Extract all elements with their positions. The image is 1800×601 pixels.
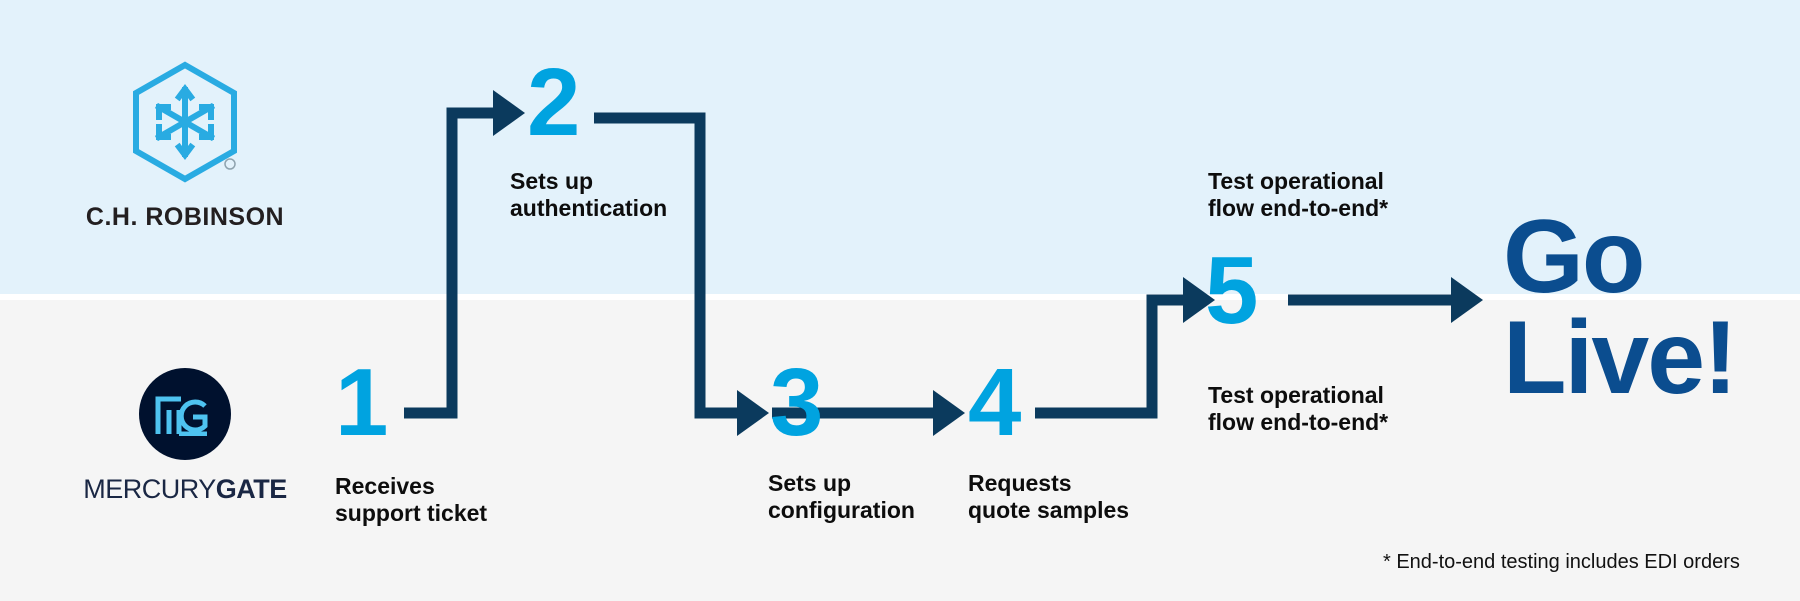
step-label-3: Sets up configuration: [768, 470, 915, 524]
step-label-4: Requests quote samples: [968, 470, 1130, 524]
step-label-5-top: Test operational flow end-to-end*: [1208, 168, 1389, 222]
logo-ch-robinson: C.H. ROBINSON: [60, 60, 310, 232]
arrowheads: [493, 90, 1483, 436]
logo-mercurygate: MERCURYGATE: [60, 368, 310, 505]
step-number-1: 1: [335, 349, 388, 456]
connector-2-to-3: [594, 112, 742, 419]
mercurygate-monogram-icon: [139, 368, 231, 460]
connector-1-to-2: [404, 107, 498, 419]
go-live-text: Go Live!: [1503, 199, 1738, 416]
arrowhead-to-step-2: [493, 90, 525, 136]
footnote: * End-to-end testing includes EDI orders: [1383, 551, 1740, 573]
step-number-3: 3: [770, 349, 823, 456]
ch-robinson-wordmark: C.H. ROBINSON: [85, 203, 285, 231]
mercurygate-wordmark: MERCURYGATE: [60, 474, 310, 505]
step-number-4: 4: [968, 349, 1021, 456]
step-label-5-bottom: Test operational flow end-to-end*: [1208, 382, 1389, 436]
mercurygate-wordmark-light: MERCURY: [83, 474, 216, 504]
lane-band-top: [0, 0, 1800, 294]
mercurygate-wordmark-bold: GATE: [215, 474, 288, 504]
step-label-2: Sets up authentication: [510, 168, 668, 222]
ch-robinson-cube-icon: [60, 60, 310, 189]
arrowhead-to-step-3: [737, 390, 769, 436]
arrowhead-to-step-4: [933, 390, 965, 436]
lane-divider: [0, 294, 1800, 300]
connector-4-to-5: [1035, 294, 1188, 419]
step-number-2: 2: [527, 49, 580, 156]
lane-band-bottom: [0, 300, 1800, 601]
step-label-1: Receives support ticket: [335, 473, 488, 527]
arrowhead-to-golive: [1451, 277, 1483, 323]
arrowhead-to-step-5: [1183, 277, 1215, 323]
step-number-5: 5: [1205, 237, 1258, 344]
